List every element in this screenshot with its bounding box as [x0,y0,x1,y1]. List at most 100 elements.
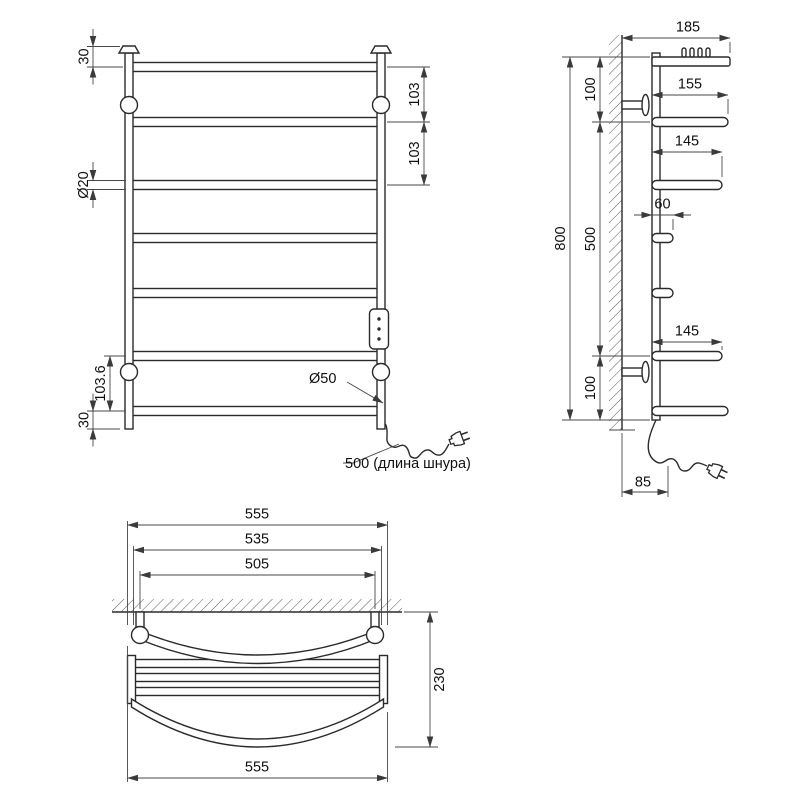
dim-side-total-height: 800 [553,56,574,421]
power-plug-icon [446,428,472,449]
dim-label: 103 [407,141,423,165]
dim-bottom-width-inner: 505 [139,557,376,609]
dim-side-stub: 60 [634,197,691,230]
side-view [609,35,731,483]
dim-label: 30 [77,412,93,428]
rung [127,405,383,417]
side-wall-bracket [621,360,650,384]
side-bar [651,405,729,417]
rung [127,116,383,128]
indicator-dot [377,317,381,321]
pin [689,47,695,58]
dim-bottom-width-mount: 535 [133,532,382,625]
front-rungs [127,61,383,417]
shelf-front-curve [130,697,385,748]
dim-front-top-offset: 30 [77,29,123,85]
post-section [130,625,150,645]
side-bar [651,179,723,191]
leader-line [346,381,384,404]
callout-label: 500 (длина шнура) [345,456,471,472]
callout-element-diameter: Ø50 [309,371,384,404]
dim-label: 100 [583,376,599,400]
bracket-flange [641,360,650,384]
dim-front-tube-diameter: Ø20 [76,162,126,208]
pin [681,47,687,58]
front-bar-curve [139,629,376,665]
dim-label: 100 [583,77,599,101]
side-bar [651,232,674,244]
side-top-bar [651,56,731,67]
bracket-flange [641,93,650,117]
dim-label: 155 [678,77,702,93]
dim-bottom-depth: 230 [395,611,448,748]
left-post-cap [117,45,141,54]
side-wall-bracket [621,93,650,117]
dim-label: 145 [675,324,699,340]
shelf-rail [130,686,385,697]
shelf-rail [130,672,385,683]
indicator-dot [377,337,381,341]
dim-side-mount-top: 100 [583,56,604,123]
post-section [365,625,385,645]
dim-side-shelf-depth: 155 [651,77,729,114]
callout-cord-length: 500 (длина шнура) [343,443,471,472]
rung [127,179,383,191]
pin [705,47,711,58]
dim-front-lower-gap: 103.6 [93,355,126,412]
dim-bottom-width-bottom: 555 [127,646,388,782]
dim-front-gap-upper-1: 103 [387,66,430,123]
dim-label: 500 [583,227,599,251]
rung [127,350,383,362]
dim-label: Ø20 [76,171,92,198]
bracket-stem [621,100,644,110]
rung [127,232,383,244]
rung [127,61,383,73]
dim-label: 30 [77,48,93,64]
dim-label: 103 [407,82,423,106]
power-cord [647,419,708,472]
indicator-dot [377,327,381,331]
dim-label: 145 [675,134,699,150]
rung [127,287,383,299]
dim-label: 185 [676,20,700,36]
shelf-end-bar [126,654,137,705]
dim-label: 555 [245,760,269,776]
dim-label: 800 [553,226,569,250]
front-view [117,45,472,459]
wall-bracket [371,362,391,382]
power-plug-icon [704,460,730,483]
shelf-rails [130,658,385,697]
shelf-pins [681,47,711,58]
wall-bracket [371,95,391,115]
bottom-view [112,599,402,748]
right-post-cap [369,45,393,54]
dim-bottom-width-top: 555 [127,507,388,625]
dim-label: 555 [245,507,269,523]
wall-bracket [119,95,139,115]
wall-bracket [119,362,139,382]
dim-front-bottom-offset: 30 [77,393,126,447]
dim-label: 85 [635,475,651,491]
dim-side-vertical-extensions [562,56,650,421]
dim-label: 505 [245,557,269,573]
dim-side-top-depth: 185 [621,20,731,53]
callout-label: Ø50 [309,371,336,387]
dim-side-cord-offset: 85 [621,433,669,497]
dim-label: 103.6 [93,365,109,401]
power-cord [384,423,450,459]
dim-side-hook-upper: 145 [651,134,723,177]
dim-side-mount-span: 500 [583,121,604,357]
dim-label: 230 [432,667,448,691]
wall-hatching [609,35,622,430]
shelf-end-bar [378,654,389,705]
side-bar [651,350,723,362]
pin [697,47,703,58]
dim-label: 535 [245,532,269,548]
dim-label: 60 [654,197,670,213]
wall-hatching [112,599,402,612]
control-box [368,308,390,350]
side-bar [651,287,674,299]
dim-side-hook-lower: 145 [651,324,723,350]
dim-side-mount-bottom: 100 [583,355,604,421]
